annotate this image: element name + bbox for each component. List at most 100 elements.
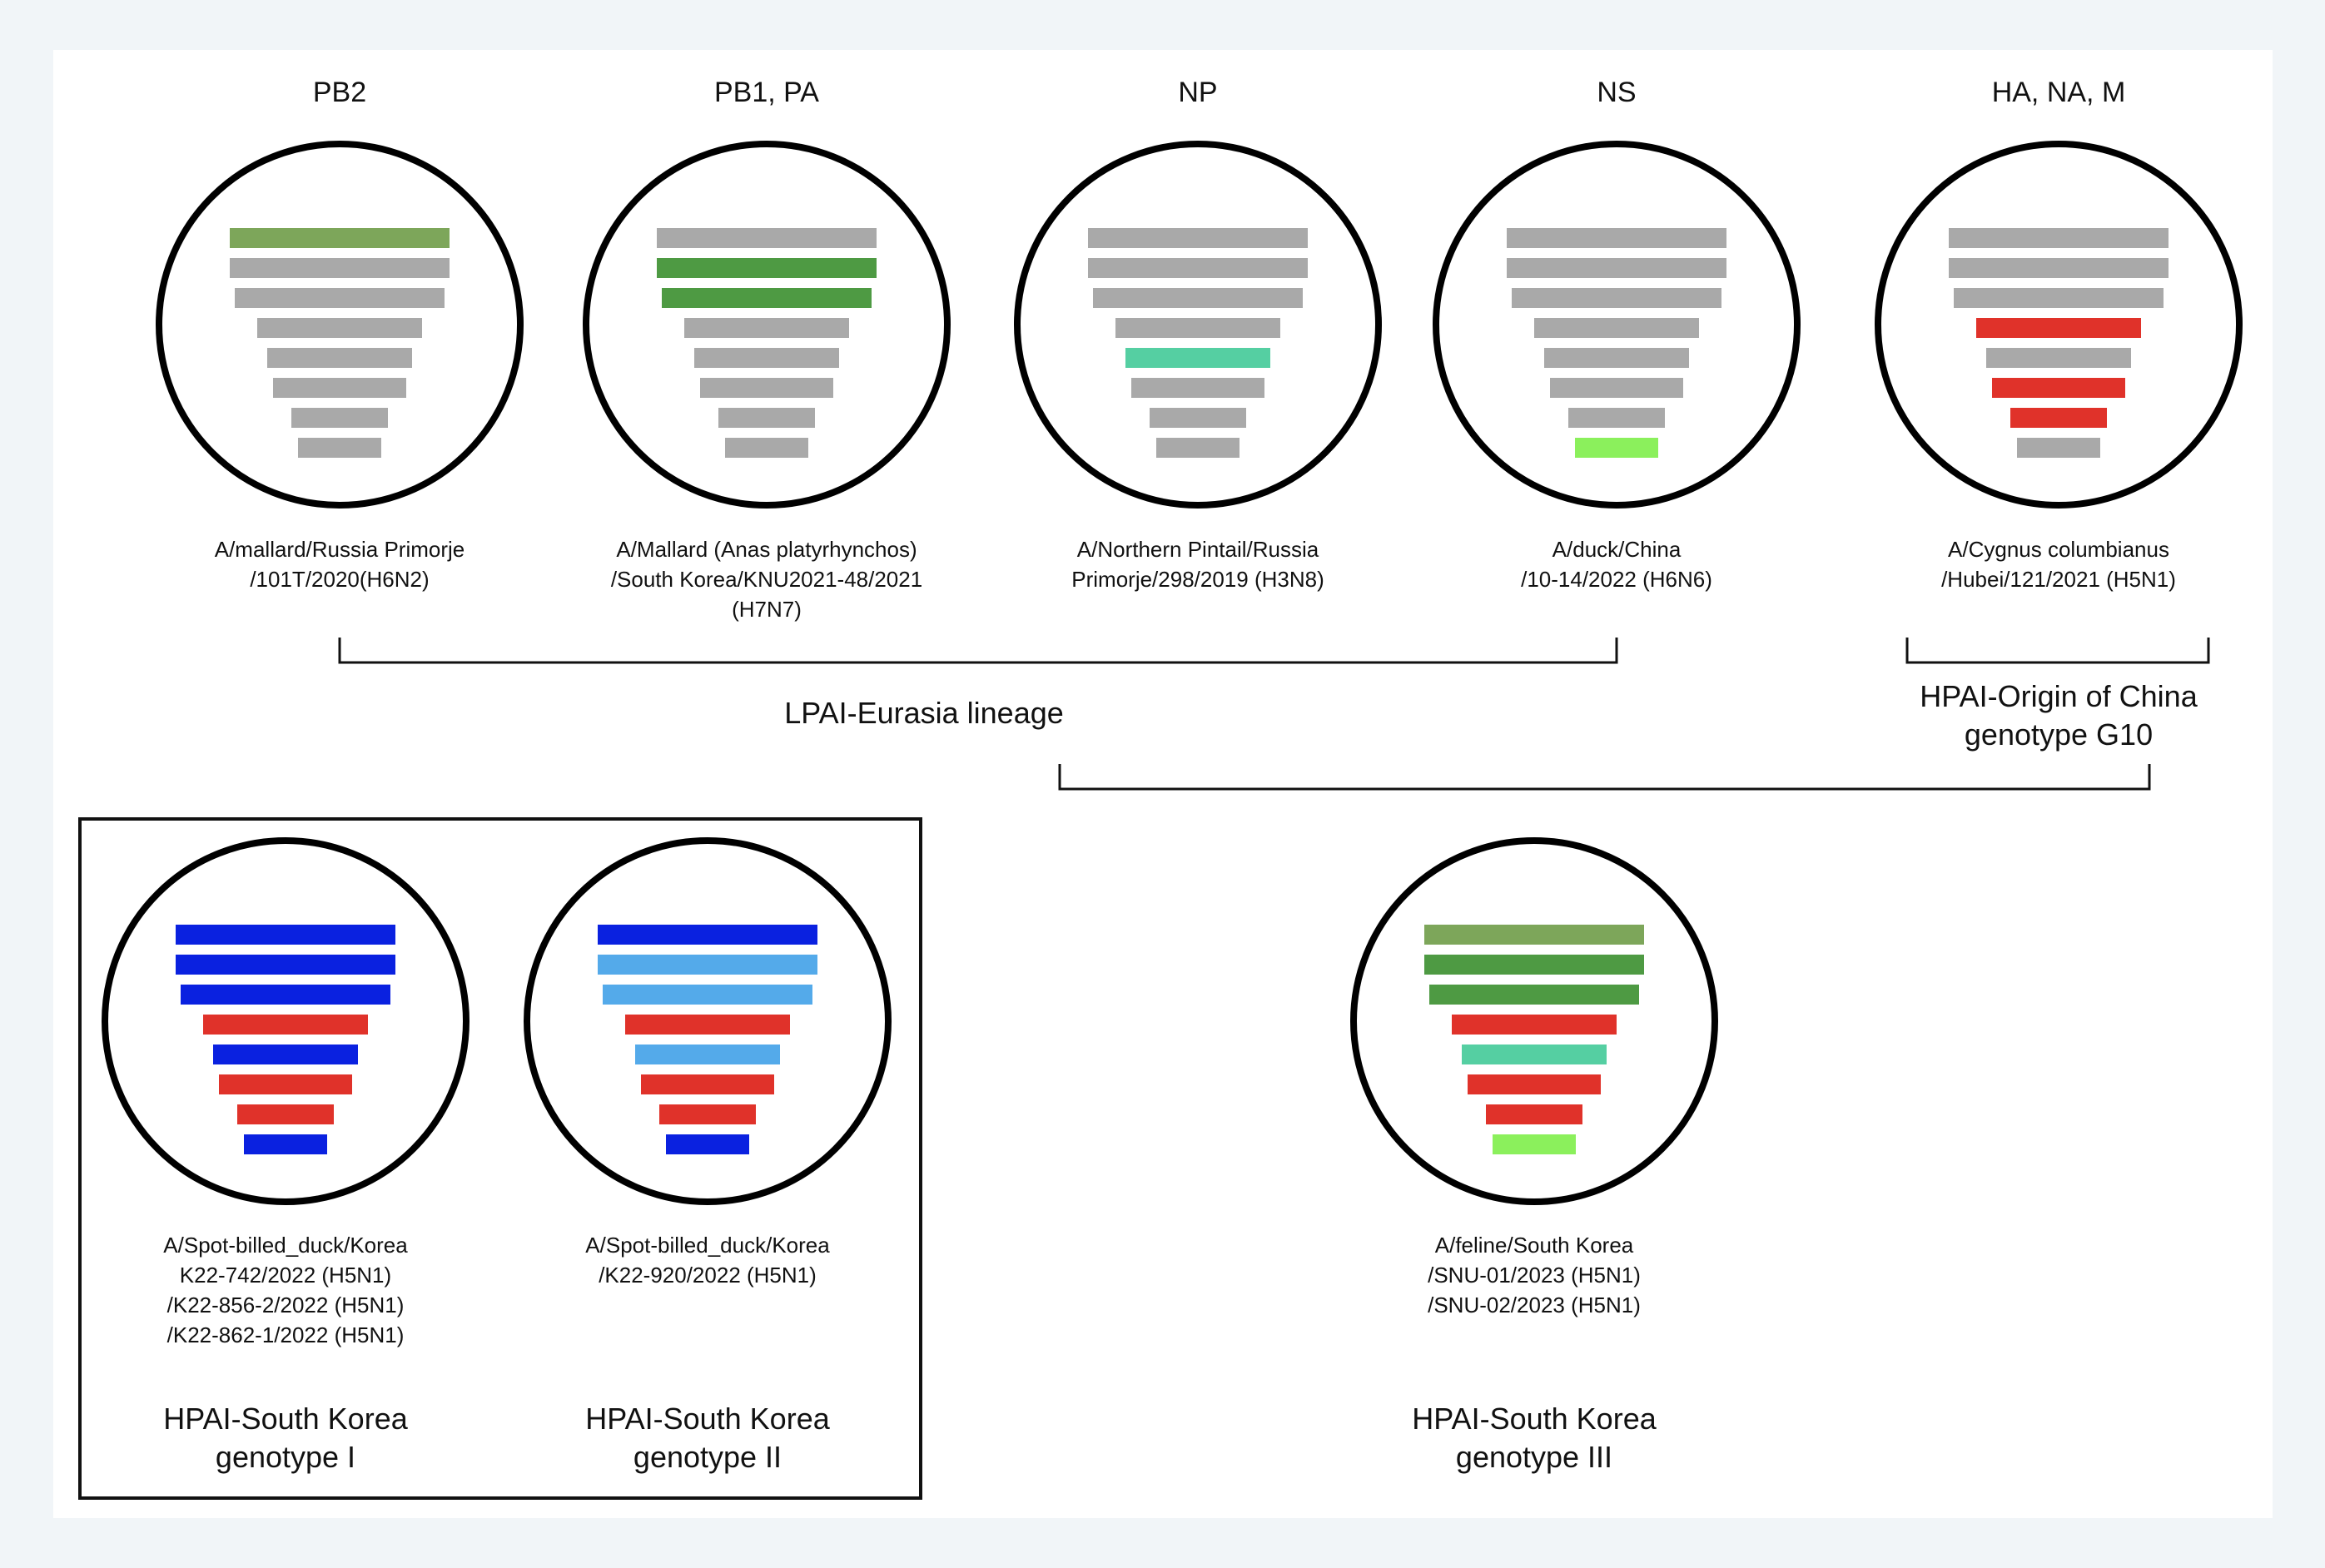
- segment-header-ha-na-m: HA, NA, M: [1991, 77, 2126, 108]
- strain-line: /SNU-02/2023 (H5N1): [1428, 1293, 1641, 1317]
- segment-bar: [1452, 1015, 1617, 1035]
- segment-bar: [1429, 985, 1639, 1005]
- strain-line: A/Northern Pintail/Russia: [1076, 537, 1319, 562]
- segment-bar: [181, 985, 390, 1005]
- donor-strain-ns: A/duck/China /10-14/2022 (H6N6): [1400, 534, 1833, 594]
- genotype-i-ii-box: [78, 817, 922, 1500]
- segment-bar: [1093, 288, 1303, 308]
- segment-bar: [659, 1104, 756, 1124]
- segment-bar: [694, 348, 839, 368]
- segment-bar: [641, 1074, 774, 1094]
- diagram-graphics: [78, 141, 2243, 1500]
- segment-bar: [1568, 408, 1665, 428]
- segment-bar: [598, 925, 817, 945]
- segment-bar: [1486, 1104, 1582, 1124]
- segment-bar: [1544, 348, 1689, 368]
- segment-bar: [203, 1015, 368, 1035]
- hpai-china-bracket: [1905, 638, 2210, 664]
- segment-bar: [1088, 258, 1308, 278]
- group-line: HPAI-Origin of China: [1920, 679, 2198, 713]
- segment-bar: [657, 258, 877, 278]
- lpai-bracket: [338, 638, 1618, 664]
- genotype-ii-strain: A/Spot-billed_duck/Korea /K22-920/2022 (…: [491, 1230, 924, 1290]
- strain-line: /K22-862-1/2022 (H5N1): [166, 1322, 405, 1347]
- genotype-iii-label: HPAI-South Korea genotype III: [1318, 1400, 1751, 1476]
- donor-pb1-pa-genome: [583, 141, 951, 509]
- segment-bar: [273, 378, 406, 398]
- segment-bar: [1507, 228, 1726, 248]
- segment-bar: [213, 1045, 358, 1064]
- segment-bar: [176, 925, 395, 945]
- genotype-i-genome: [102, 837, 469, 1205]
- segment-bar: [684, 318, 849, 338]
- segment-bar: [725, 438, 808, 458]
- segment-bar: [2017, 438, 2100, 458]
- group-line: HPAI-South Korea: [163, 1402, 408, 1436]
- strain-line: A/Spot-billed_duck/Korea: [585, 1233, 830, 1258]
- segment-bar: [598, 955, 817, 975]
- segment-bar: [1507, 258, 1726, 278]
- strain-line: A/Cygnus columbianus: [1948, 537, 2169, 562]
- segment-bar: [1493, 1134, 1576, 1154]
- genotype-iii-strain: A/feline/South Korea /SNU-01/2023 (H5N1)…: [1318, 1230, 1751, 1320]
- segment-bar: [603, 985, 812, 1005]
- segment-bar: [662, 288, 872, 308]
- segment-bar: [1949, 228, 2169, 248]
- segment-bar: [1949, 258, 2169, 278]
- strain-line: A/mallard/Russia Primorje: [214, 537, 465, 562]
- donor-pb2-genome: [156, 141, 524, 509]
- segment-bar: [1125, 348, 1270, 368]
- segment-bar: [237, 1104, 334, 1124]
- strain-line: A/feline/South Korea: [1434, 1233, 1634, 1258]
- segment-bar: [1131, 378, 1264, 398]
- segment-bar: [298, 438, 381, 458]
- group-line: HPAI-South Korea: [1412, 1402, 1657, 1436]
- group-line: HPAI-South Korea: [585, 1402, 830, 1436]
- segment-bar: [1156, 438, 1240, 458]
- segment-bar: [230, 258, 450, 278]
- segment-bar: [635, 1045, 780, 1064]
- strain-line: /Hubei/121/2021 (H5N1): [1941, 567, 2176, 592]
- segment-header-pb2: PB2: [312, 77, 367, 108]
- strain-line: A/Mallard (Anas platyrhynchos): [616, 537, 917, 562]
- segment-bar: [666, 1134, 749, 1154]
- strain-line: Primorje/298/2019 (H3N8): [1071, 567, 1324, 592]
- segment-bar: [625, 1015, 790, 1035]
- group-line: genotype II: [633, 1440, 782, 1474]
- segment-bar: [1575, 438, 1658, 458]
- donor-np-genome: [1014, 141, 1382, 509]
- reassortment-diagram: PB2 PB1, PA NP NS HA, NA, M A/mallard/Ru…: [53, 50, 2273, 1518]
- segment-bar: [718, 408, 815, 428]
- segment-header-np: NP: [1178, 77, 1218, 108]
- segment-bar: [1150, 408, 1246, 428]
- strain-line: /K22-920/2022 (H5N1): [599, 1263, 817, 1288]
- segment-bar: [1088, 228, 1308, 248]
- donor-strain-ha-na-m: A/Cygnus columbianus /Hubei/121/2021 (H5…: [1842, 534, 2275, 594]
- segment-bar: [2010, 408, 2107, 428]
- segment-bar: [1976, 318, 2141, 338]
- strain-line: A/Spot-billed_duck/Korea: [163, 1233, 408, 1258]
- segment-bar: [1992, 378, 2125, 398]
- genotype-i-label: HPAI-South Korea genotype I: [69, 1400, 502, 1476]
- segment-bar: [657, 228, 877, 248]
- genotype-i-strain: A/Spot-billed_duck/Korea K22-742/2022 (H…: [69, 1230, 502, 1350]
- segment-bar: [235, 288, 445, 308]
- strain-line: K22-742/2022 (H5N1): [179, 1263, 392, 1288]
- segment-bar: [291, 408, 388, 428]
- segment-bar: [1550, 378, 1683, 398]
- donor-ha-na-m-genome: [1875, 141, 2243, 509]
- strain-line: (H7N7): [732, 597, 802, 622]
- segment-bar: [1534, 318, 1699, 338]
- genotype-ii-genome: [524, 837, 892, 1205]
- segment-header-pb1-pa: PB1, PA: [714, 77, 819, 108]
- strain-line: /101T/2020(H6N2): [250, 567, 430, 592]
- segment-bar: [1424, 955, 1644, 975]
- segment-bar: [1954, 288, 2164, 308]
- genotype-ii-label: HPAI-South Korea genotype II: [491, 1400, 924, 1476]
- segment-bar: [1468, 1074, 1601, 1094]
- donor-strain-np: A/Northern Pintail/Russia Primorje/298/2…: [981, 534, 1414, 594]
- segment-bar: [700, 378, 833, 398]
- lpai-lineage-label: LPAI-Eurasia lineage: [784, 696, 1064, 730]
- segment-bar: [267, 348, 412, 368]
- group-line: genotype I: [215, 1440, 356, 1474]
